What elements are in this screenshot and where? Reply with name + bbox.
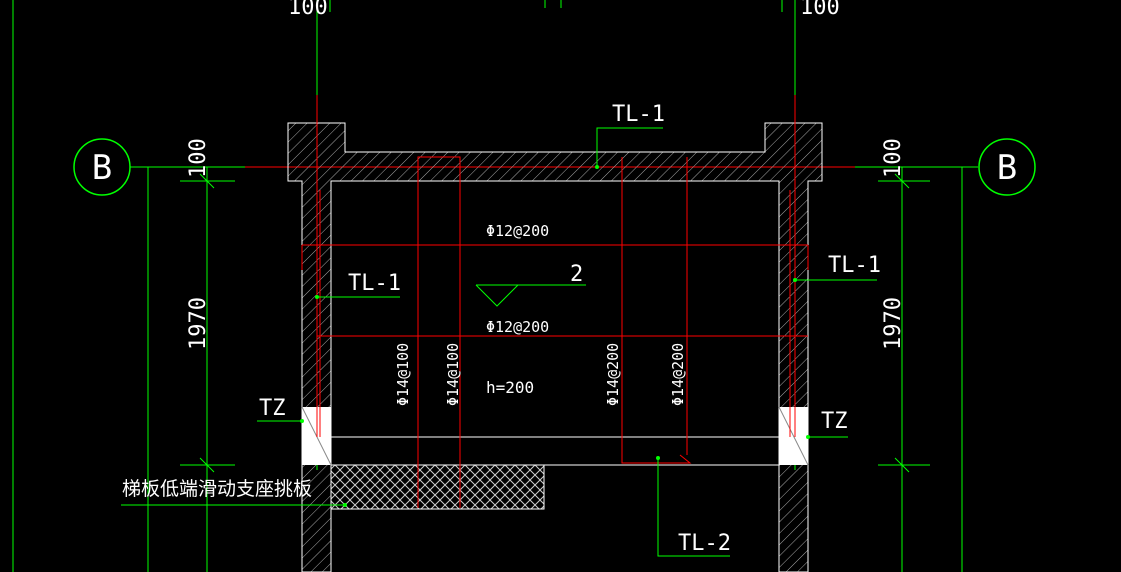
top-left-dim: 100 bbox=[288, 0, 328, 20]
axis-label-left: B bbox=[92, 148, 112, 188]
label-tl1-top: TL-1 bbox=[612, 102, 665, 127]
label-thickness: h=200 bbox=[486, 378, 534, 397]
rebar-lines bbox=[301, 95, 809, 508]
label-tl2: TL-2 bbox=[678, 531, 731, 556]
left-dimension-chain bbox=[147, 167, 235, 572]
right-cover-dim: 100 bbox=[881, 138, 906, 178]
label-tz-right: TZ bbox=[821, 409, 848, 434]
top-right-dim: 100 bbox=[800, 0, 840, 20]
label-bar-v3: Φ14@200 bbox=[604, 343, 622, 406]
axis-bubble-right: B bbox=[978, 138, 1036, 196]
grid-axis-lines bbox=[316, 15, 796, 470]
label-bar-v1: Φ14@100 bbox=[394, 343, 412, 406]
axis-label-right: B bbox=[997, 148, 1017, 188]
label-note: 梯板低端滑动支座挑板 bbox=[122, 478, 312, 500]
left-span-dim: 1970 bbox=[186, 297, 211, 350]
leader-dots bbox=[300, 165, 810, 507]
right-dimension-chain bbox=[878, 167, 963, 572]
right-span-dim: 1970 bbox=[881, 297, 906, 350]
label-bar-v2: Φ14@100 bbox=[444, 343, 462, 406]
slab-outline bbox=[331, 436, 779, 466]
label-rebar-top: Φ12@200 bbox=[486, 222, 549, 240]
left-cover-dim: 100 bbox=[186, 138, 211, 178]
label-tl1-left: TL-1 bbox=[348, 271, 401, 296]
cantilever-plate bbox=[330, 464, 545, 510]
label-tz-left: TZ bbox=[259, 396, 286, 421]
axis-bubble-left: B bbox=[73, 138, 131, 196]
top-dimension bbox=[316, 0, 796, 15]
label-elevation: 2 bbox=[570, 262, 583, 287]
leaders bbox=[121, 127, 877, 557]
label-rebar-mid: Φ12@200 bbox=[486, 318, 549, 336]
label-tl1-right: TL-1 bbox=[828, 253, 881, 278]
tz-right-diagonal bbox=[778, 406, 809, 466]
label-bar-v4: Φ14@200 bbox=[669, 343, 687, 406]
